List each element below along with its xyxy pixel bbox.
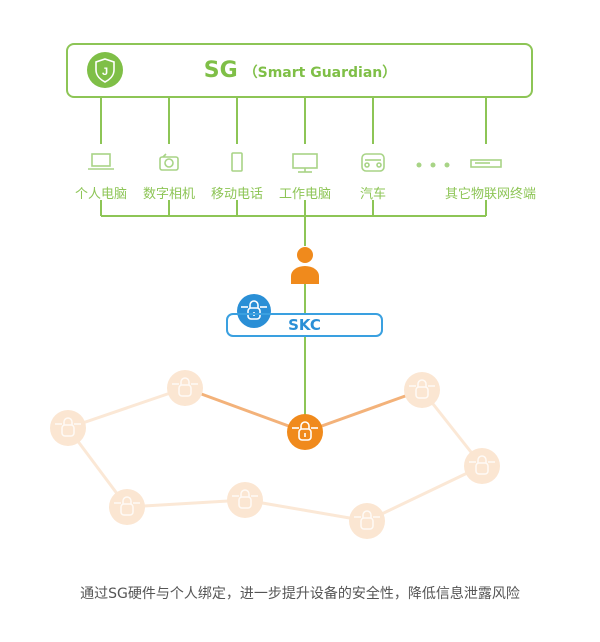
network-node [404, 372, 440, 408]
node-lock-icons [55, 377, 495, 530]
caption: 通过SG硬件与个人绑定，进一步提升设备的安全性，降低信息泄露风险 [80, 586, 520, 602]
sg-container [66, 43, 533, 98]
network-node [50, 410, 86, 446]
sg-title: SG （Smart Guardian） [0, 58, 600, 83]
active-network-node [287, 414, 323, 450]
svg-text:J: J [102, 66, 108, 78]
camera-icon [159, 153, 179, 171]
device-label-pc: 个人电脑 [74, 187, 127, 202]
person-icon [291, 247, 319, 284]
device-label-phone: 移动电话 [210, 187, 263, 202]
device-label-work-pc: 工作电脑 [278, 187, 331, 202]
car-icon [361, 153, 385, 172]
device-label-iot: 其它物联网终端 [445, 187, 537, 202]
lock-chain-icon [292, 421, 318, 441]
sg-title-main: SG [203, 58, 238, 83]
router-icon [470, 159, 502, 168]
network-node [109, 489, 145, 525]
network-node [227, 482, 263, 518]
phone-icon [231, 152, 243, 172]
device-icons [88, 152, 502, 173]
skc-container [226, 313, 383, 337]
device-label-camera: 数字相机 [142, 187, 195, 202]
device-label-car: 汽车 [359, 187, 386, 202]
ellipsis-icon [416, 162, 450, 168]
network-node [167, 370, 203, 406]
network-nodes [50, 370, 500, 539]
active-links [184, 386, 423, 434]
network-node [349, 503, 385, 539]
skc-label: SKC [288, 316, 321, 334]
sg-title-sub: （Smart Guardian） [243, 65, 397, 81]
network-node [464, 448, 500, 484]
laptop-icon [88, 153, 114, 170]
shield-j-icon: J [87, 52, 123, 88]
monitor-icon [292, 153, 318, 173]
